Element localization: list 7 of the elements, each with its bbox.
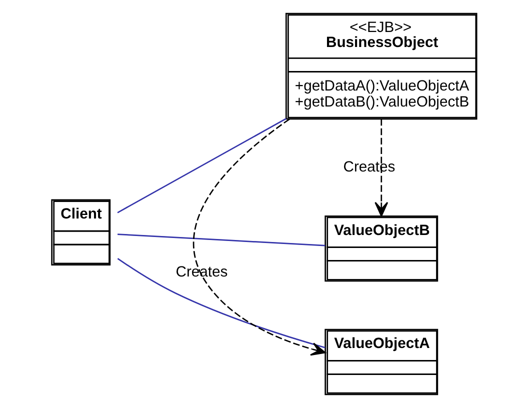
connector bbox=[118, 234, 326, 246]
arrow bbox=[374, 118, 388, 217]
edge-label: Creates bbox=[176, 264, 228, 281]
connector bbox=[117, 118, 286, 214]
connector bbox=[117, 258, 326, 348]
edge-label: Creates bbox=[343, 159, 396, 176]
arrow bbox=[193, 118, 326, 356]
